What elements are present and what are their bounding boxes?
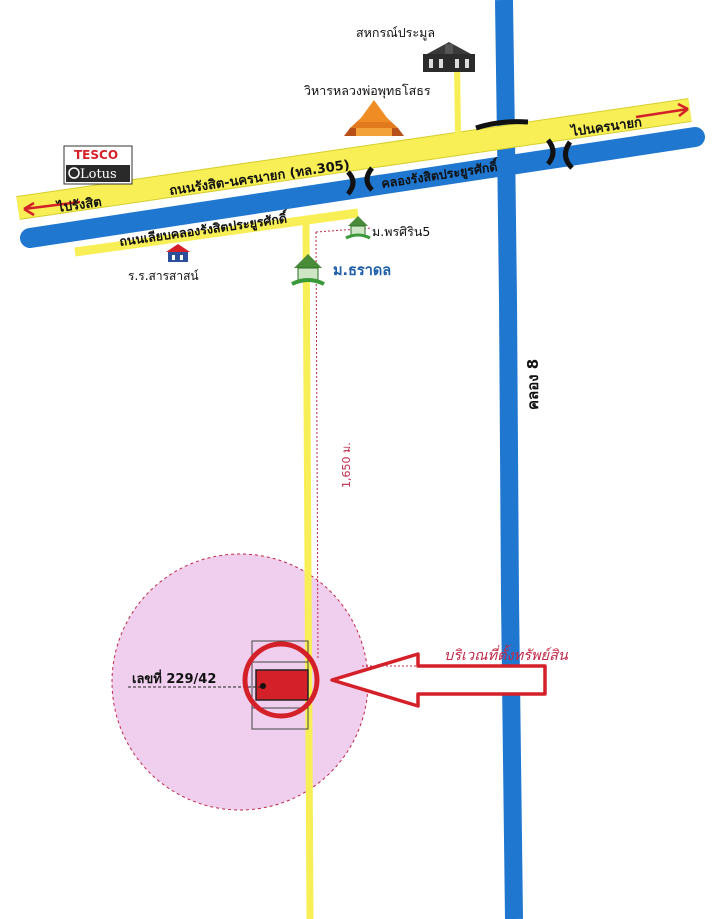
village-house-icon bbox=[345, 216, 371, 240]
temple-access-road bbox=[454, 59, 461, 138]
label-house-number: เลขที่ 229/42 bbox=[132, 669, 216, 687]
property-highlight-circle bbox=[242, 641, 320, 719]
lotus-logo-text: Lotus bbox=[80, 167, 117, 182]
label-canal-8: คลอง 8 bbox=[524, 359, 542, 410]
arrow-to-rangsit bbox=[23, 200, 81, 217]
tesco-logo-text: TESCO bbox=[74, 148, 118, 162]
tesco-lotus-logo bbox=[63, 145, 133, 185]
cooperative-building-icon bbox=[423, 42, 475, 72]
temple-icon bbox=[344, 100, 404, 136]
label-distance: 1,650 ม. bbox=[340, 442, 353, 488]
label-to-rangsit: ไปรังสิต bbox=[54, 193, 102, 216]
label-village-tharadol: ม.ธราดล bbox=[333, 263, 391, 279]
property-pointer-arrow bbox=[330, 652, 547, 708]
bridge-left bbox=[346, 166, 374, 196]
side-road-line bbox=[74, 208, 359, 257]
distance-line bbox=[315, 231, 319, 661]
label-school: ร.ร.สารสาสน์ bbox=[128, 269, 199, 283]
arrow-to-nakhon-nayok bbox=[635, 102, 689, 119]
label-temple: วิหารหลวงพ่อพุทธโสธร bbox=[304, 83, 431, 99]
school-icon bbox=[166, 244, 190, 262]
main-canal-line bbox=[20, 127, 705, 248]
village-house-icon bbox=[291, 254, 325, 286]
label-property-location: บริเวณที่ตั้งทรัพย์สิน bbox=[444, 644, 569, 664]
bridge-right bbox=[475, 119, 574, 170]
label-village-pornsirin: ม.พรศิริน5 bbox=[372, 224, 430, 239]
access-road-line bbox=[302, 221, 314, 919]
label-cooperative: สหกรณ์ประมูล bbox=[356, 25, 435, 41]
canal-8-line bbox=[495, 0, 523, 919]
